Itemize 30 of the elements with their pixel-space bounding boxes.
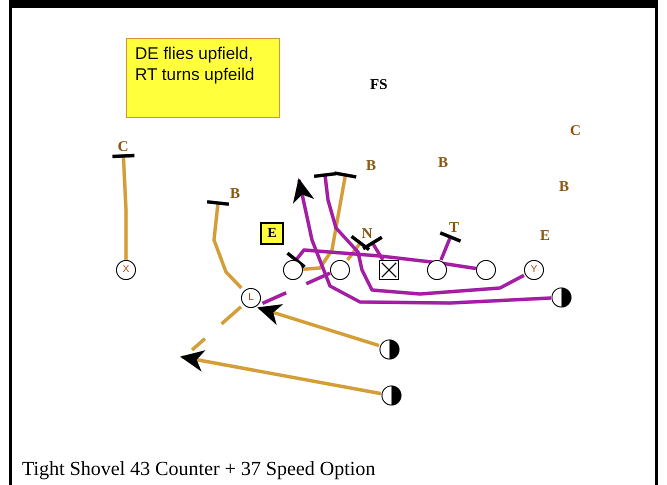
- block-route: [205, 200, 243, 290]
- block-route: [286, 248, 476, 270]
- half-filled-circle: [379, 339, 400, 360]
- run-route: [257, 304, 380, 348]
- defender-letter: N: [350, 225, 384, 243]
- block-route: [346, 234, 371, 262]
- run-route: [260, 272, 331, 306]
- note-box: DE flies upfield, RT turns upfeild: [126, 38, 280, 118]
- block-route: [361, 236, 384, 261]
- half-filled-circle: [551, 287, 572, 308]
- block-route: [110, 154, 136, 260]
- caption: Tight Shovel 43 Counter + 37 Speed Option: [22, 457, 376, 481]
- half-filled-circle: [381, 385, 402, 406]
- defender-letter: T: [440, 219, 468, 237]
- defender-letter: B: [559, 178, 570, 196]
- defender-letter: FS: [370, 76, 388, 94]
- defender-letter: B: [198, 185, 240, 203]
- block-route: [302, 171, 358, 272]
- run-route: [180, 350, 382, 396]
- block-route: [438, 231, 462, 261]
- block-route: [312, 172, 525, 296]
- center-square: [379, 260, 399, 280]
- defender-letter: C: [570, 122, 581, 140]
- run-route: [190, 305, 242, 352]
- defender-letter: B: [318, 157, 376, 175]
- run-route: [292, 178, 552, 305]
- defender-letter: B: [438, 154, 448, 172]
- defender-letter: E: [540, 227, 550, 245]
- defensive-end-box: E: [260, 222, 284, 245]
- defender-letter: C: [114, 139, 132, 156]
